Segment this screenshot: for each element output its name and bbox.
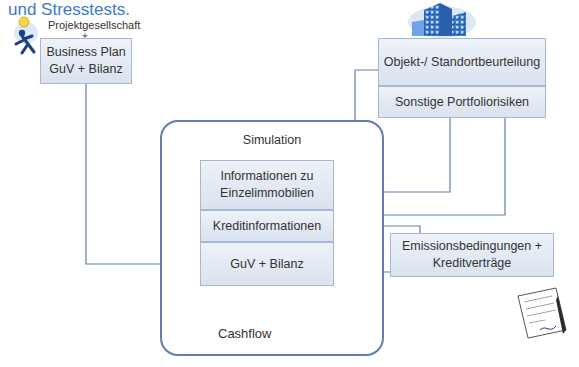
process-box: Emissionsbedingungen + Kreditverträge: [390, 233, 554, 277]
actor-label: Projektgesellschaft: [48, 19, 140, 31]
group-title: Simulation: [162, 132, 382, 149]
process-box: Objekt-/ Standortbeurteilung: [378, 38, 546, 86]
process-box: Kreditinformationen: [200, 210, 334, 242]
building-icon: [440, 3, 452, 36]
box-label: Business Plan GuV + Bilanz: [44, 44, 128, 78]
output-label: Cashflow: [218, 326, 271, 341]
box-label: Kreditinformationen: [213, 218, 321, 235]
box-label: Emissionsbedingungen + Kreditverträge: [394, 238, 550, 272]
person-icon: [14, 17, 38, 53]
contract-icon: [556, 296, 566, 334]
group-frame: SimulationInformationen zu Einzelimmobil…: [160, 120, 384, 356]
process-box: Sonstige Portfoliorisiken: [378, 86, 546, 118]
contract-icon: [524, 296, 556, 323]
contract-icon: [518, 288, 566, 338]
heading: und Stresstests.: [8, 0, 130, 20]
box-label: GuV + Bilanz: [230, 256, 303, 273]
process-box: GuV + Bilanz: [200, 242, 334, 286]
process-box: Informationen zu Einzelimmobilien: [200, 160, 334, 210]
box-label: Objekt-/ Standortbeurteilung: [384, 54, 540, 71]
building-icon: [452, 12, 466, 36]
building-icon: [408, 3, 476, 38]
box-label: Informationen zu Einzelimmobilien: [204, 168, 330, 202]
building-icon: [412, 20, 424, 36]
box-label: Sonstige Portfoliorisiken: [395, 94, 529, 111]
process-box: Business Plan GuV + Bilanz: [40, 38, 132, 84]
building-icon: [424, 3, 440, 36]
person-icon: [16, 36, 34, 53]
contract-icon: [540, 326, 556, 330]
contract-icon: [518, 288, 566, 338]
